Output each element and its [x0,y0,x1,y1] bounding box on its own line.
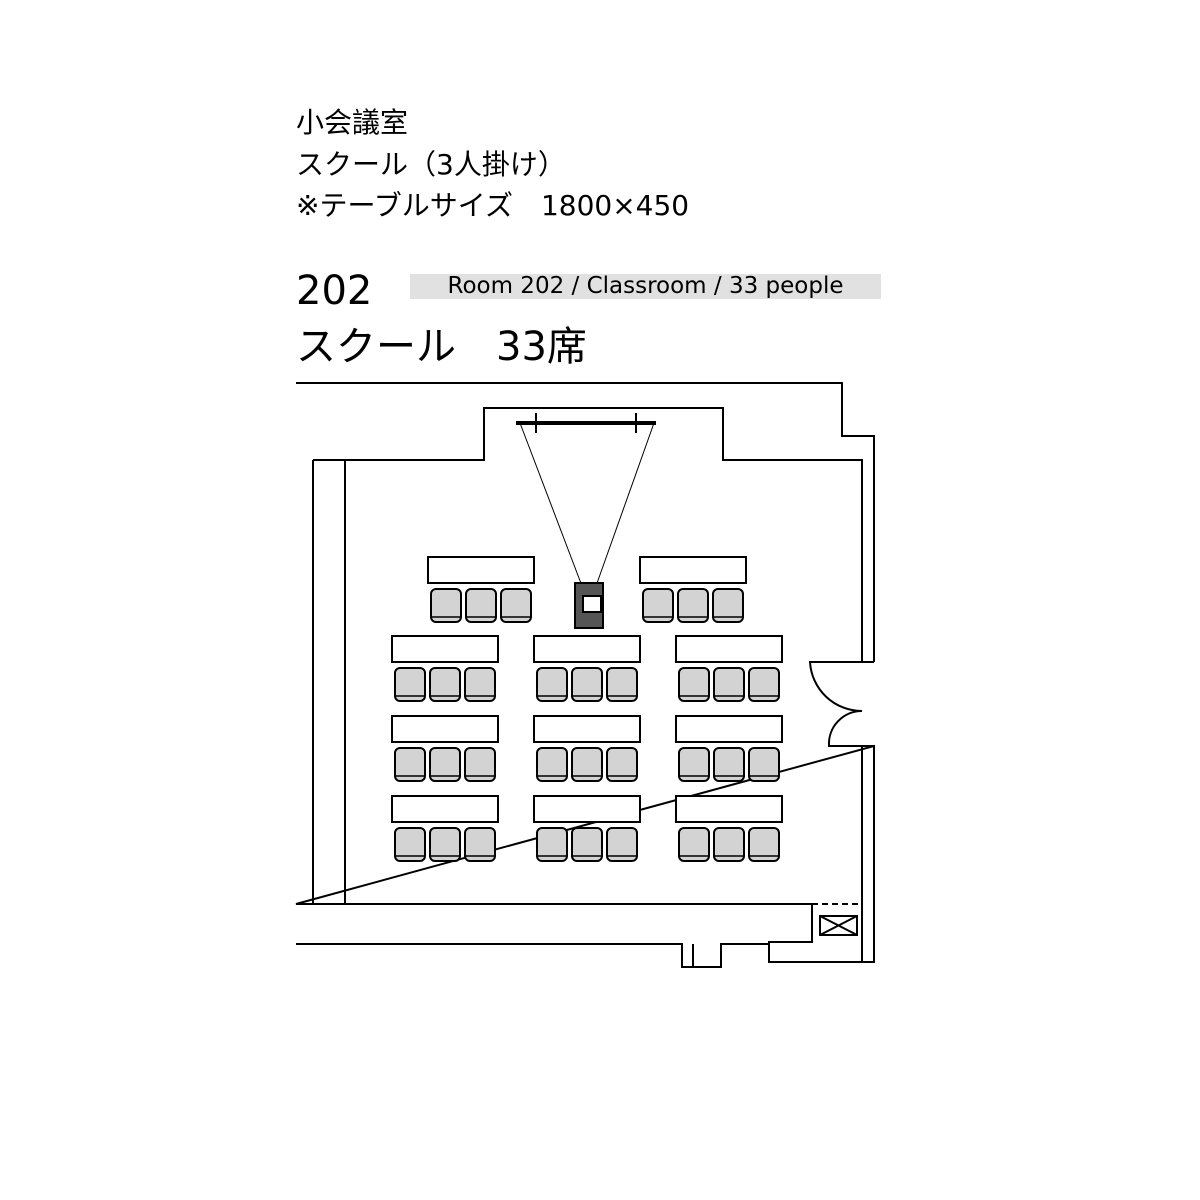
table [675,635,783,663]
table [427,556,535,584]
chair [712,588,744,623]
chair [394,747,426,782]
chair [606,827,638,862]
chair [430,588,462,623]
chair [464,747,496,782]
capacity-label: スクール 33席 [296,324,587,370]
chair [465,588,497,623]
chair [606,667,638,702]
table [533,715,641,743]
room-english-badge: Room 202 / Classroom / 33 people [410,274,881,299]
table-size-label: ※テーブルサイズ 1800×450 [296,189,690,222]
chair [464,667,496,702]
table [391,715,499,743]
projector-beam [519,422,583,587]
table [391,795,499,823]
chair [536,827,568,862]
door-swing [827,709,863,747]
inner-wall [313,407,863,962]
table [533,795,641,823]
chair [429,667,461,702]
chair [429,747,461,782]
projector-beam [595,422,655,587]
chair [500,588,532,623]
chair [748,667,780,702]
table [675,795,783,823]
chair [429,827,461,862]
room-type-label: 小会議室 [296,106,409,139]
inner-wall-left [312,460,346,904]
chair [606,747,638,782]
room-number: 202 [296,268,373,314]
chair [713,827,745,862]
table [639,556,747,584]
storage-box-cross [819,915,858,936]
furniture-layout [391,556,783,862]
chair [536,667,568,702]
table [675,715,783,743]
storage-box [819,915,858,936]
table [391,635,499,663]
projector-icon [582,595,602,613]
chair [571,667,603,702]
chair [678,667,710,702]
chair [678,827,710,862]
layout-label: スクール（3人掛け） [296,148,566,181]
chair [713,747,745,782]
chair [677,588,709,623]
chair [678,747,710,782]
chair [394,667,426,702]
chair [748,827,780,862]
chair [571,747,603,782]
chair [394,827,426,862]
chair [536,747,568,782]
chair [464,827,496,862]
door-swing [808,661,863,713]
chair [748,747,780,782]
chair [713,667,745,702]
chair [571,827,603,862]
outer-wall-bottom [296,943,769,968]
table [533,635,641,663]
chair [642,588,674,623]
